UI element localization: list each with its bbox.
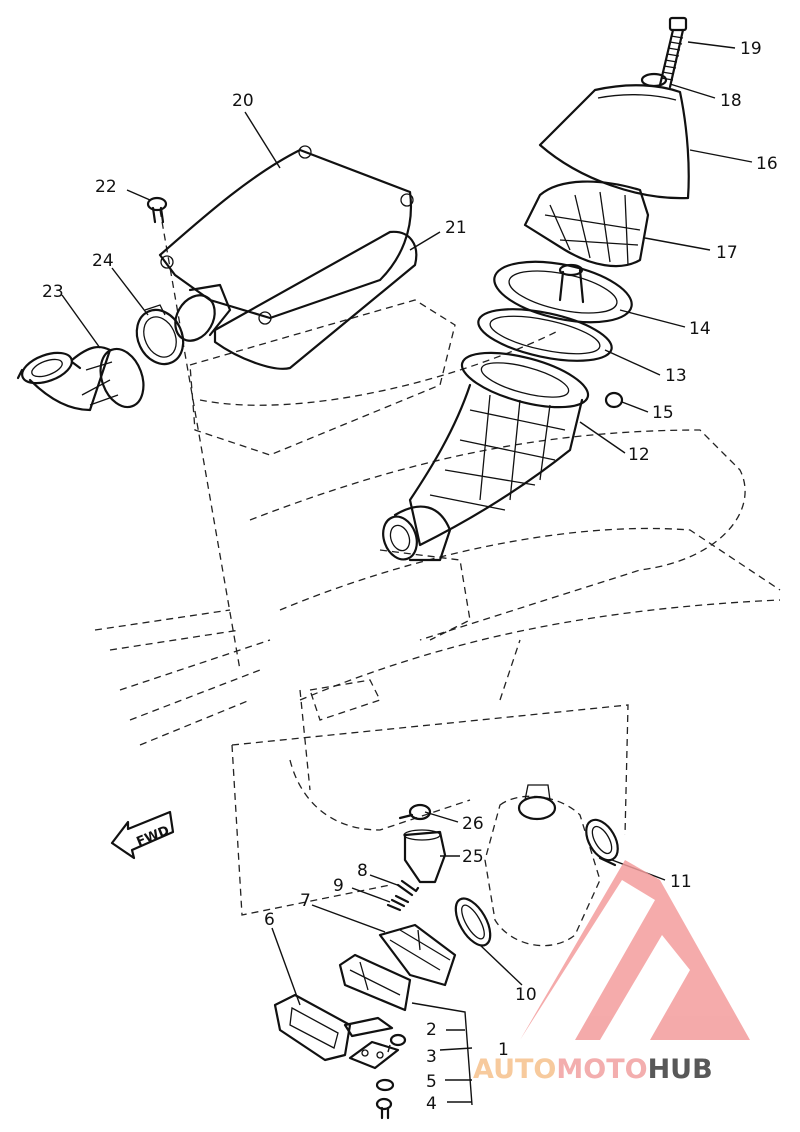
- callout-15: 15: [652, 403, 674, 423]
- flame-arrestor-17: [523, 180, 650, 268]
- callout-14: 14: [689, 319, 711, 339]
- watermark-logo: AUTOMOTOHUB: [473, 860, 750, 1085]
- leader-lines: [61, 41, 753, 1106]
- callout-6: 6: [264, 910, 275, 930]
- callout-11: 11: [670, 872, 692, 892]
- callout-1: 1: [498, 1040, 509, 1060]
- callout-19: 19: [740, 39, 762, 59]
- callout-13: 13: [665, 366, 687, 386]
- callout-9: 9: [333, 876, 344, 896]
- callout-26: 26: [462, 814, 484, 834]
- clamp-10: [454, 897, 492, 947]
- boot-25: [403, 829, 447, 884]
- washer-18: [640, 72, 668, 88]
- watermark-text-hub: HUB: [648, 1054, 713, 1085]
- gasket-6: [273, 993, 352, 1062]
- spring-9: [386, 894, 410, 912]
- screw-8: [396, 879, 420, 897]
- callout-17: 17: [716, 243, 738, 263]
- forward-direction-arrow: FWD: [110, 810, 175, 860]
- callout-8: 8: [357, 861, 368, 881]
- intake-duct-12: [382, 351, 590, 562]
- callout-23: 23: [42, 282, 64, 302]
- washer-5: [375, 1078, 395, 1092]
- callout-22: 22: [95, 177, 117, 197]
- callout-3: 3: [426, 1047, 437, 1067]
- callout-24: 24: [92, 251, 114, 271]
- callout-7: 7: [300, 891, 311, 911]
- fitting-26: [398, 803, 432, 821]
- intake-hose-23: [16, 345, 145, 412]
- callout-2: 2: [426, 1020, 437, 1040]
- watermark-text-auto: AUTO: [473, 1054, 556, 1085]
- watermark-text: AUTOMOTOHUB: [473, 1054, 713, 1085]
- callout-16: 16: [756, 154, 778, 174]
- air-box-cover-20: [158, 145, 414, 342]
- callout-25: 25: [462, 847, 484, 867]
- callout-18: 18: [720, 91, 742, 111]
- clamp-11: [585, 818, 619, 867]
- gasket-21: [213, 230, 418, 370]
- watermark-text-moto: MOTO: [556, 1054, 647, 1085]
- flame-arrestor-cover-16: [538, 84, 690, 200]
- reed-valve-7: [378, 923, 457, 987]
- callout-4: 4: [426, 1094, 437, 1114]
- reed-block: [338, 953, 412, 1012]
- callout-21: 21: [445, 218, 467, 238]
- forward-direction-label: FWD: [134, 823, 171, 850]
- callout-12: 12: [628, 445, 650, 465]
- callout-numbers: 19 18 16 20 22 21 17 24 23 14 13 15 12 2…: [42, 39, 778, 1114]
- bolt-19: [658, 16, 688, 89]
- adapter-plate-14: [493, 260, 633, 324]
- reed-valve-guide-box: [231, 704, 629, 916]
- watermark-logo-mark: [520, 860, 750, 1040]
- screw-2-head: [389, 1033, 407, 1047]
- callout-5: 5: [426, 1072, 437, 1092]
- callout-10: 10: [515, 985, 537, 1005]
- reed-2: [343, 1016, 394, 1038]
- hose-clamp-24: [135, 304, 185, 366]
- bolt-22-guide-line: [159, 209, 241, 671]
- carburetor-body: [484, 784, 601, 947]
- nut-15: [604, 391, 624, 409]
- callout-20: 20: [232, 91, 254, 111]
- screw-4: [375, 1097, 393, 1120]
- bolt-22: [146, 196, 168, 224]
- gasket-13: [477, 308, 613, 362]
- reed-stopper-3: [348, 1040, 400, 1070]
